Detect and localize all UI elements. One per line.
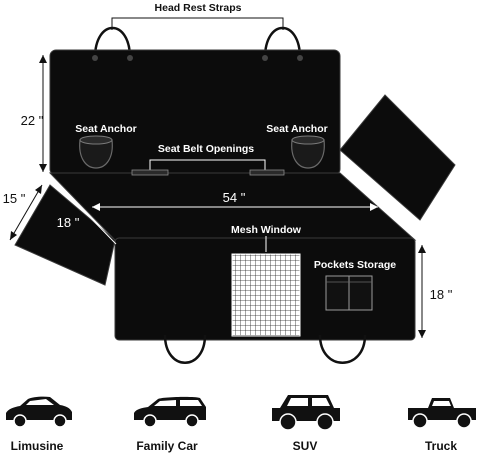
strap-clip-icon: [262, 55, 268, 61]
width-dimension-label: 54 ": [223, 190, 246, 205]
right-side-flap: [339, 94, 456, 221]
bottom-strap-right: [318, 334, 367, 364]
seat-anchor-right-icon: [291, 135, 325, 169]
vehicle-sedan: Limusine: [6, 396, 72, 453]
seat-belt-opening-left-icon: [131, 169, 169, 176]
bottom-strap-left: [163, 334, 207, 364]
side-flap-dimension-label: 15 ": [3, 191, 26, 206]
vehicle-label-wagon: Family Car: [136, 439, 198, 453]
seat-belt-opening-right-icon: [249, 169, 285, 176]
seat-anchor-right-label: Seat Anchor: [266, 123, 327, 135]
seat-depth-dimension-label: 18 ": [57, 215, 80, 230]
head-rest-straps-label: Head Rest Straps: [155, 2, 242, 14]
sedan-car-icon: [6, 396, 72, 428]
side-flap-dimension-line: [9, 184, 43, 241]
arrow-left-icon: [92, 203, 100, 211]
arrow-up-icon: [39, 55, 47, 63]
suv-car-icon: [272, 395, 340, 431]
arrow-down-icon: [418, 330, 426, 338]
vehicle-label-truck: Truck: [425, 439, 457, 453]
seat-belt-bracket: [149, 159, 266, 170]
pockets-storage-label: Pockets Storage: [314, 259, 396, 271]
arrow-down-icon: [39, 164, 47, 172]
seat-belt-openings-label: Seat Belt Openings: [158, 143, 254, 155]
seat-depth-dimension-line: [81, 208, 117, 245]
head-rest-bracket: [111, 17, 284, 30]
strap-clip-icon: [92, 55, 98, 61]
strap-clip-icon: [297, 55, 303, 61]
strap-clip-icon: [127, 55, 133, 61]
wagon-car-icon: [134, 396, 206, 428]
pickup-truck-icon: [408, 398, 476, 429]
seat-anchor-left-icon: [79, 135, 113, 169]
seat-anchor-left-label: Seat Anchor: [75, 123, 136, 135]
mesh-window-icon: [231, 253, 301, 337]
pockets-icon: [325, 275, 373, 311]
vehicle-truck: Truck: [408, 398, 476, 453]
front-drop-dimension-label: 18 ": [430, 287, 453, 302]
vehicle-label-sedan: Limusine: [11, 439, 64, 453]
mesh-window-label: Mesh Window: [231, 224, 302, 236]
vehicle-suv: SUV: [272, 395, 340, 453]
arrow-up-icon: [418, 245, 426, 253]
arrow-up-right-icon: [35, 185, 42, 194]
arrow-right-icon: [370, 203, 378, 211]
arrow-down-left-icon: [10, 231, 17, 240]
vehicle-wagon: Family Car: [134, 396, 206, 453]
vehicle-label-suv: SUV: [293, 439, 318, 453]
back-height-dimension-label: 22 ": [21, 113, 44, 128]
